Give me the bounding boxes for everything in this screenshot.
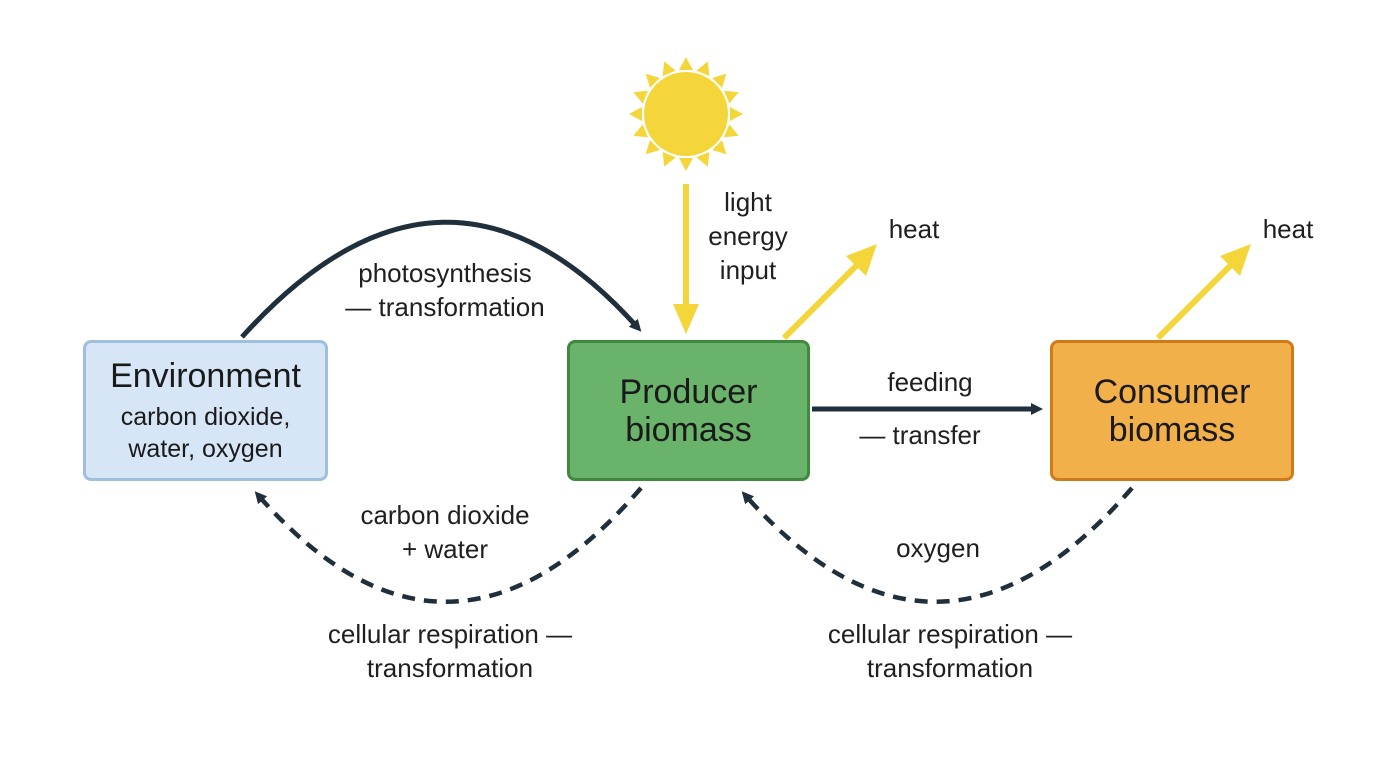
respiration-left-label-line1: cellular respiration — (327, 619, 573, 649)
producer-biomass-box: Producer biomass (567, 340, 810, 481)
consumer-respiration-arrow (741, 486, 1134, 604)
respiration-right-label-line1: cellular respiration — (827, 619, 1073, 649)
producer-respiration-arrow (254, 486, 643, 604)
sun-icon (629, 57, 743, 171)
producer-heat-arrow (781, 244, 877, 341)
consumer-heat-arrow (1155, 244, 1251, 341)
respiration-left-label: cellular respiration — transformation (290, 617, 610, 685)
co2-water-label-line1: carbon dioxide (360, 500, 530, 530)
co2-water-label-line2: + water (402, 534, 488, 564)
producer-title-line1: Producer (619, 372, 758, 411)
consumer-biomass-box: Consumer biomass (1050, 340, 1294, 481)
light-energy-label-line1: light (724, 187, 772, 217)
light-energy-label: light energy input (688, 185, 808, 287)
oxygen-label: oxygen (896, 533, 980, 563)
producer-heat-label: heat (888, 214, 940, 244)
photosynthesis-label: photosynthesis — transformation (300, 256, 590, 324)
producer-title-line2: biomass (625, 410, 752, 449)
consumer-heat-label: heat (1262, 214, 1314, 244)
co2-water-label: carbon dioxide + water (330, 498, 560, 566)
environment-subtitle-line2: water, oxygen (128, 434, 283, 463)
photosynthesis-label-line1: photosynthesis (358, 258, 532, 288)
consumer-title-line2: biomass (1108, 410, 1236, 449)
photosynthesis-arrow (240, 219, 642, 339)
photosynthesis-label-line2: — transformation (345, 292, 545, 322)
light-energy-label-line2: energy (708, 221, 788, 251)
respiration-right-label: cellular respiration — transformation (780, 617, 1120, 685)
environment-subtitle-line1: carbon dioxide, (120, 402, 291, 431)
light-energy-label-line3: input (719, 255, 777, 285)
light-energy-arrow (673, 184, 699, 334)
environment-box: Environment carbon dioxide, water, oxyge… (83, 340, 328, 481)
consumer-title-line1: Consumer (1093, 372, 1251, 411)
environment-title: Environment (110, 356, 301, 395)
respiration-right-label-line2: transformation (866, 653, 1034, 683)
feeding-label-line1: feeding (887, 367, 973, 397)
respiration-left-label-line2: transformation (366, 653, 534, 683)
feeding-label-line2: — transfer (859, 420, 981, 450)
